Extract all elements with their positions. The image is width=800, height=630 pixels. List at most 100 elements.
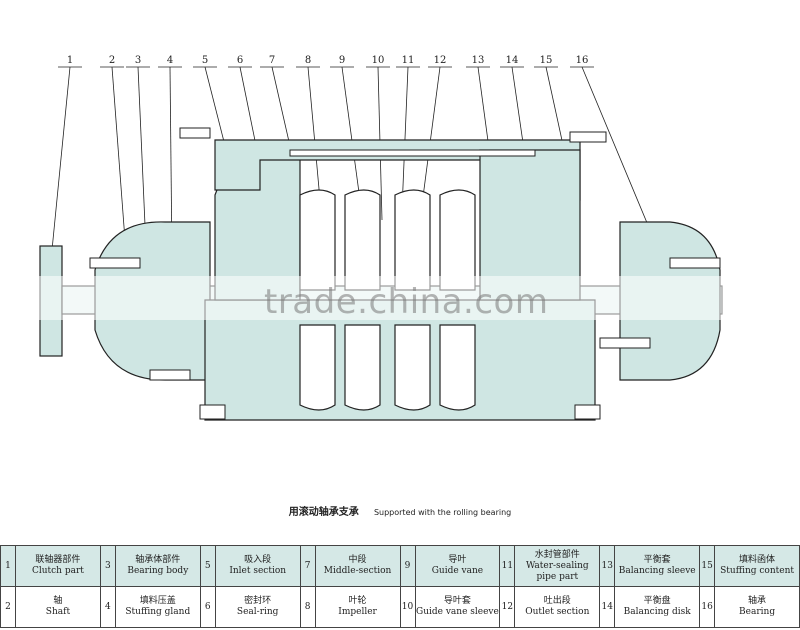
callout-number: 4 xyxy=(167,55,173,66)
part-name-english: Guide vane sleeve xyxy=(416,607,499,617)
legend-number: 1 xyxy=(0,545,16,587)
callout-leader-line xyxy=(51,66,71,251)
part-name-english: Guide vane xyxy=(431,566,484,576)
part-name-chinese: 轴承体部件 xyxy=(135,555,181,565)
legend-number: 10 xyxy=(399,586,416,628)
part-name-chinese: 轴 xyxy=(53,596,63,606)
part-name-chinese: 吐出段 xyxy=(543,596,571,606)
part-name-chinese: 导叶套 xyxy=(443,596,471,606)
callout-leader-line xyxy=(111,66,126,241)
base-bolt-left xyxy=(199,404,226,420)
callout-number: 10 xyxy=(372,55,385,66)
callout-number: 12 xyxy=(434,55,447,66)
callout-number: 8 xyxy=(305,55,311,66)
callout-number: 15 xyxy=(540,55,553,66)
callout-number: 2 xyxy=(109,55,115,66)
part-name-chinese: 填料函体 xyxy=(739,555,776,565)
legend-number: 7 xyxy=(299,545,316,587)
impeller-3 xyxy=(394,189,431,291)
part-name-chinese: 填料压盖 xyxy=(139,596,176,606)
callout-leader-line xyxy=(307,66,321,201)
callout-number: 9 xyxy=(339,55,345,66)
impeller-1-lower xyxy=(299,324,336,411)
callout-number: 7 xyxy=(269,55,275,66)
callout-number: 14 xyxy=(506,55,519,66)
part-name-english: Stuffing gland xyxy=(125,607,191,617)
callout-number: 5 xyxy=(202,55,208,66)
part-name-chinese: 联轴器部件 xyxy=(35,555,81,565)
callout-number: 11 xyxy=(402,55,415,66)
part-name-english: Stuffing content xyxy=(720,566,794,576)
part-name-chinese: 轴承 xyxy=(748,596,767,606)
stud-left xyxy=(89,257,141,269)
callout-number: 6 xyxy=(237,55,243,66)
legend-number: 4 xyxy=(99,586,116,628)
impeller-stages xyxy=(299,189,476,411)
legend-number: 16 xyxy=(699,586,716,628)
impeller-1 xyxy=(299,189,336,291)
part-name-chinese: 导叶 xyxy=(448,555,467,565)
callout-leader-line xyxy=(581,66,651,231)
callout-leader-line xyxy=(137,66,146,226)
impeller-2-lower xyxy=(344,324,381,411)
callout-number: 16 xyxy=(576,55,589,66)
part-name-chinese: 密封环 xyxy=(244,596,272,606)
impeller-4-lower xyxy=(439,324,476,411)
part-name-english: Bearing xyxy=(739,607,776,617)
legend-number: 13 xyxy=(599,545,616,587)
bolt-top-right xyxy=(569,131,607,143)
callout-leader-line xyxy=(401,66,409,211)
legend-number: 3 xyxy=(99,545,116,587)
callout-leader-line xyxy=(341,66,361,201)
legend-number: 5 xyxy=(199,545,216,587)
part-name-english: Balancing disk xyxy=(623,607,691,617)
stud-lower-right xyxy=(599,337,651,349)
bolts xyxy=(89,127,721,420)
caption-chinese: 用滚动轴承支承 xyxy=(288,507,359,518)
watermark-band xyxy=(0,276,800,320)
legend-number: 11 xyxy=(499,545,516,587)
impeller-2 xyxy=(344,189,381,291)
part-name-english: Impeller xyxy=(338,607,377,617)
bolt-top-left xyxy=(179,127,211,139)
part-name-english: Middle-section xyxy=(323,566,392,576)
callout-number: 1 xyxy=(67,55,73,66)
part-name-chinese: 水封管部件 xyxy=(534,549,580,560)
part-name-chinese: 平衡套 xyxy=(643,555,671,565)
part-name-english: Seal-ring xyxy=(236,607,279,617)
legend-number: 12 xyxy=(499,586,516,628)
part-name-chinese: 中段 xyxy=(348,555,367,565)
caption-english: Supported with the rolling bearing xyxy=(373,508,512,517)
part-name-chinese: 吸入段 xyxy=(244,555,272,565)
figure-caption: 用滚动轴承支承 Supported with the rolling beari… xyxy=(0,503,800,521)
watermark-text: trade.china.com xyxy=(264,282,549,322)
base-bolt-right xyxy=(574,404,601,420)
impeller-4 xyxy=(439,189,476,291)
part-name-english: Balancing sleeve xyxy=(618,566,696,576)
part-name-chinese: 平衡盘 xyxy=(643,596,671,606)
legend-number: 14 xyxy=(599,586,616,628)
callout-number: 13 xyxy=(472,55,485,66)
part-name-english: Outlet section xyxy=(525,607,590,617)
stud-lower-left xyxy=(149,369,191,381)
callout-number: 3 xyxy=(135,55,141,66)
stud-right xyxy=(669,257,721,269)
